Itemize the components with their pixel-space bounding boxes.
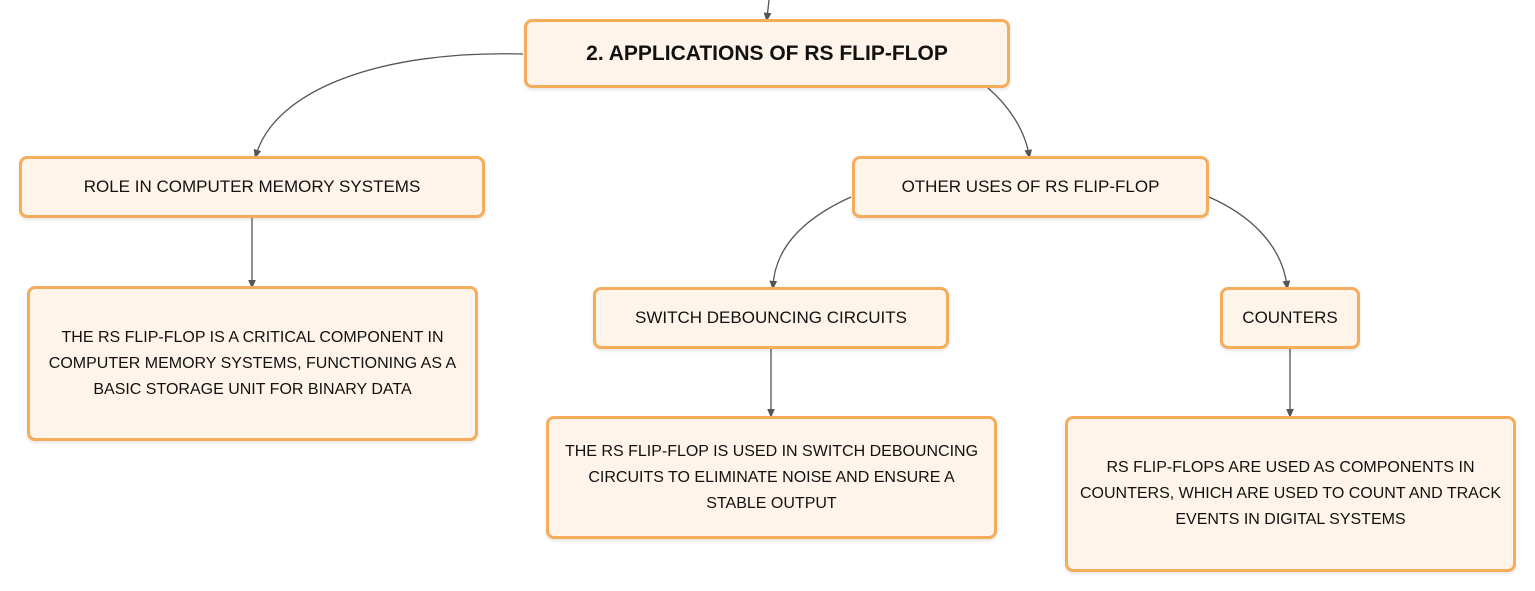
connector-other-uses-debouncing: [769, 196, 852, 290]
root-node-label: 2. APPLICATIONS OF RS FLIP-FLOP: [586, 41, 948, 65]
root-node[interactable]: 2. APPLICATIONS OF RS FLIP-FLOP: [524, 19, 1010, 88]
memory-role-node[interactable]: ROLE IN COMPUTER MEMORY SYSTEMS: [19, 156, 485, 218]
other-uses-node[interactable]: OTHER USES OF RS FLIP-FLOP: [852, 156, 1209, 218]
debouncing-node[interactable]: SWITCH DEBOUNCING CIRCUITS: [593, 287, 949, 349]
counters-node[interactable]: COUNTERS: [1220, 287, 1360, 349]
memory-role-detail-node[interactable]: THE RS FLIP-FLOP IS A CRITICAL COMPONENT…: [27, 286, 478, 441]
memory-role-detail-text: THE RS FLIP-FLOP IS A CRITICAL COMPONENT…: [48, 328, 457, 398]
debouncing-detail-text: THE RS FLIP-FLOP IS USED IN SWITCH DEBOU…: [564, 442, 979, 512]
connector-root-other-uses: [987, 87, 1033, 159]
other-uses-label: OTHER USES OF RS FLIP-FLOP: [901, 177, 1160, 196]
connector-other-uses-counters: [1208, 196, 1291, 290]
debouncing-label: SWITCH DEBOUNCING CIRCUITS: [635, 308, 907, 327]
counters-detail-node[interactable]: RS FLIP-FLOPS ARE USED AS COMPONENTS IN …: [1065, 416, 1516, 572]
debouncing-detail-node[interactable]: THE RS FLIP-FLOP IS USED IN SWITCH DEBOU…: [546, 416, 997, 539]
connector-root-memory-role: [253, 53, 524, 159]
memory-role-label: ROLE IN COMPUTER MEMORY SYSTEMS: [83, 177, 421, 196]
counters-label: COUNTERS: [1242, 308, 1338, 327]
connector-incoming-root: [763, 0, 772, 22]
counters-detail-text: RS FLIP-FLOPS ARE USED AS COMPONENTS IN …: [1079, 459, 1502, 528]
